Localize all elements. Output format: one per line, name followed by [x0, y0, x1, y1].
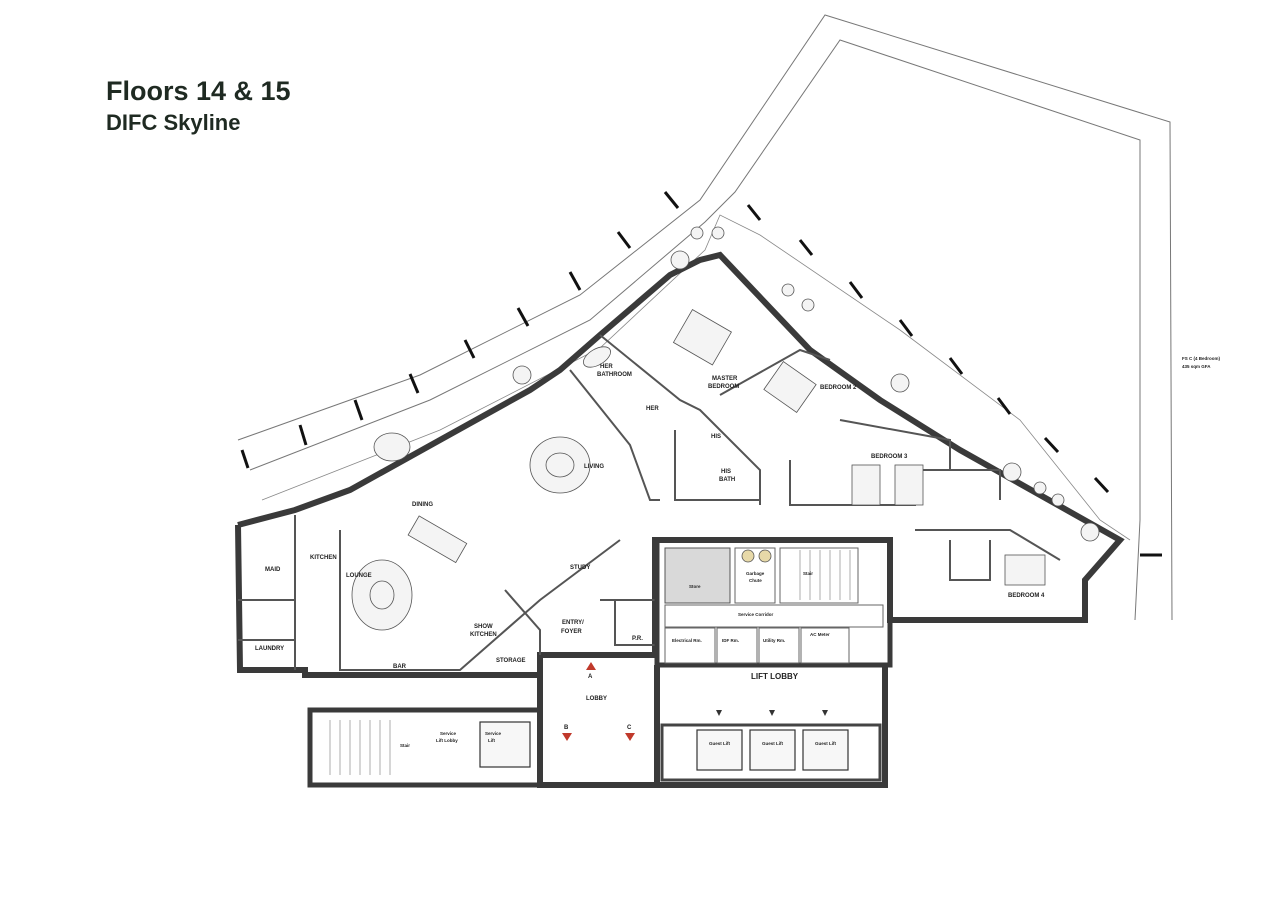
core-utility-room: Utility Rm.	[763, 638, 785, 643]
page-title: Floors 14 & 15	[106, 76, 291, 106]
room-bar: BAR	[393, 664, 407, 670]
unit-area: 435 sqm GFA	[1182, 364, 1211, 369]
west-stair	[329, 720, 391, 775]
core-stair-west: Stair	[400, 743, 410, 748]
room-show-kitchen-line2: KITCHEN	[470, 632, 497, 638]
marker-b-label: B	[564, 725, 569, 731]
room-laundry: LAUNDRY	[255, 646, 284, 652]
facade-mullions	[240, 191, 1162, 557]
room-entry-line1: ENTRY/	[562, 620, 584, 626]
terrace-rail	[261, 214, 1131, 541]
room-lounge: LOUNGE	[346, 573, 372, 579]
her-bathtub	[583, 346, 611, 368]
service-lift-car	[479, 721, 531, 768]
room-powder-room: P.R.	[632, 636, 643, 642]
core-ac-meter: AC Meter	[810, 632, 830, 637]
guest-lift-block	[660, 723, 882, 782]
lounge-sofa	[351, 559, 413, 631]
lobby-wall	[537, 655, 657, 788]
garbage-chute	[741, 549, 772, 563]
core-service-corridor: Service Corridor	[738, 612, 774, 617]
core-stair-east: Stair	[803, 571, 813, 576]
room-entry-line2: FOYER	[561, 629, 582, 635]
guest-lift-cars	[696, 710, 849, 771]
core-garbage-line2: Chute	[749, 578, 762, 583]
core-guest-lift-1: Guest Lift	[709, 741, 731, 746]
service-corridor-line	[664, 604, 884, 628]
core-block	[654, 537, 893, 668]
marker-b: B	[562, 725, 572, 741]
room-his: HIS	[711, 434, 721, 440]
room-master-bedroom-line2: BEDROOM	[708, 384, 739, 390]
terrace-outline	[237, 14, 1173, 621]
page-subtitle: DIFC Skyline	[106, 110, 241, 135]
room-bedroom-4: BEDROOM 4	[1008, 593, 1045, 599]
room-maid: MAID	[265, 567, 281, 573]
bedroom-3-beds	[851, 464, 924, 506]
core-service-lift-line2: Lift	[488, 738, 495, 743]
living-sofa	[529, 436, 591, 494]
bedroom-2-bed	[763, 361, 817, 413]
internal-walls	[238, 334, 1061, 671]
room-dining: DINING	[412, 502, 433, 508]
core-garbage-line1: Garbage	[746, 571, 765, 576]
west-core-block	[307, 707, 543, 788]
room-storage: STORAGE	[496, 658, 526, 664]
room-show-kitchen-line1: SHOW	[474, 624, 493, 630]
lift-lobby-wall	[654, 665, 888, 788]
dining-table	[373, 432, 468, 564]
east-stair	[799, 550, 851, 600]
room-study: STUDY	[570, 565, 590, 571]
room-master-bedroom-line1: MASTER	[712, 376, 738, 382]
room-his-bath-line2: BATH	[719, 477, 735, 483]
marker-c: C	[625, 725, 635, 741]
bedroom-4-bed	[1004, 554, 1046, 586]
room-lift-lobby: LIFT LOBBY	[751, 672, 799, 681]
master-bed	[672, 308, 732, 366]
marker-c-label: C	[627, 725, 632, 731]
room-kitchen: KITCHEN	[310, 555, 337, 561]
room-her-bathroom-line1: HER	[600, 364, 613, 370]
room-his-bath-line1: HIS	[721, 469, 731, 475]
core-idf-room: IDF Rm.	[722, 638, 739, 643]
room-lobby: LOBBY	[586, 696, 607, 702]
terrace-seats	[512, 226, 1100, 542]
marker-a-label: A	[588, 674, 593, 680]
marker-a: A	[586, 662, 596, 680]
core-rooms	[664, 547, 859, 664]
core-guest-lift-2: Guest Lift	[762, 741, 784, 746]
core-service-lift-lobby-line1: Service	[440, 731, 457, 736]
room-bedroom-2: BEDROOM 2	[820, 385, 857, 391]
core-guest-lift-3: Guest Lift	[815, 741, 837, 746]
room-her-bathroom-line2: BATHROOM	[597, 372, 632, 378]
core-electrical-room: Electrical Rm.	[672, 638, 702, 643]
room-bedroom-3: BEDROOM 3	[871, 454, 908, 460]
core-service-lift-line1: Service	[485, 731, 502, 736]
room-living: LIVING	[584, 464, 604, 470]
core-store: Store	[689, 584, 701, 589]
room-her: HER	[646, 406, 659, 412]
core-service-lift-lobby-line2: Lift Lobby	[436, 738, 458, 743]
terrace-inner-line	[249, 39, 1141, 621]
unit-name: FS C (4 Bedroom)	[1182, 356, 1221, 361]
